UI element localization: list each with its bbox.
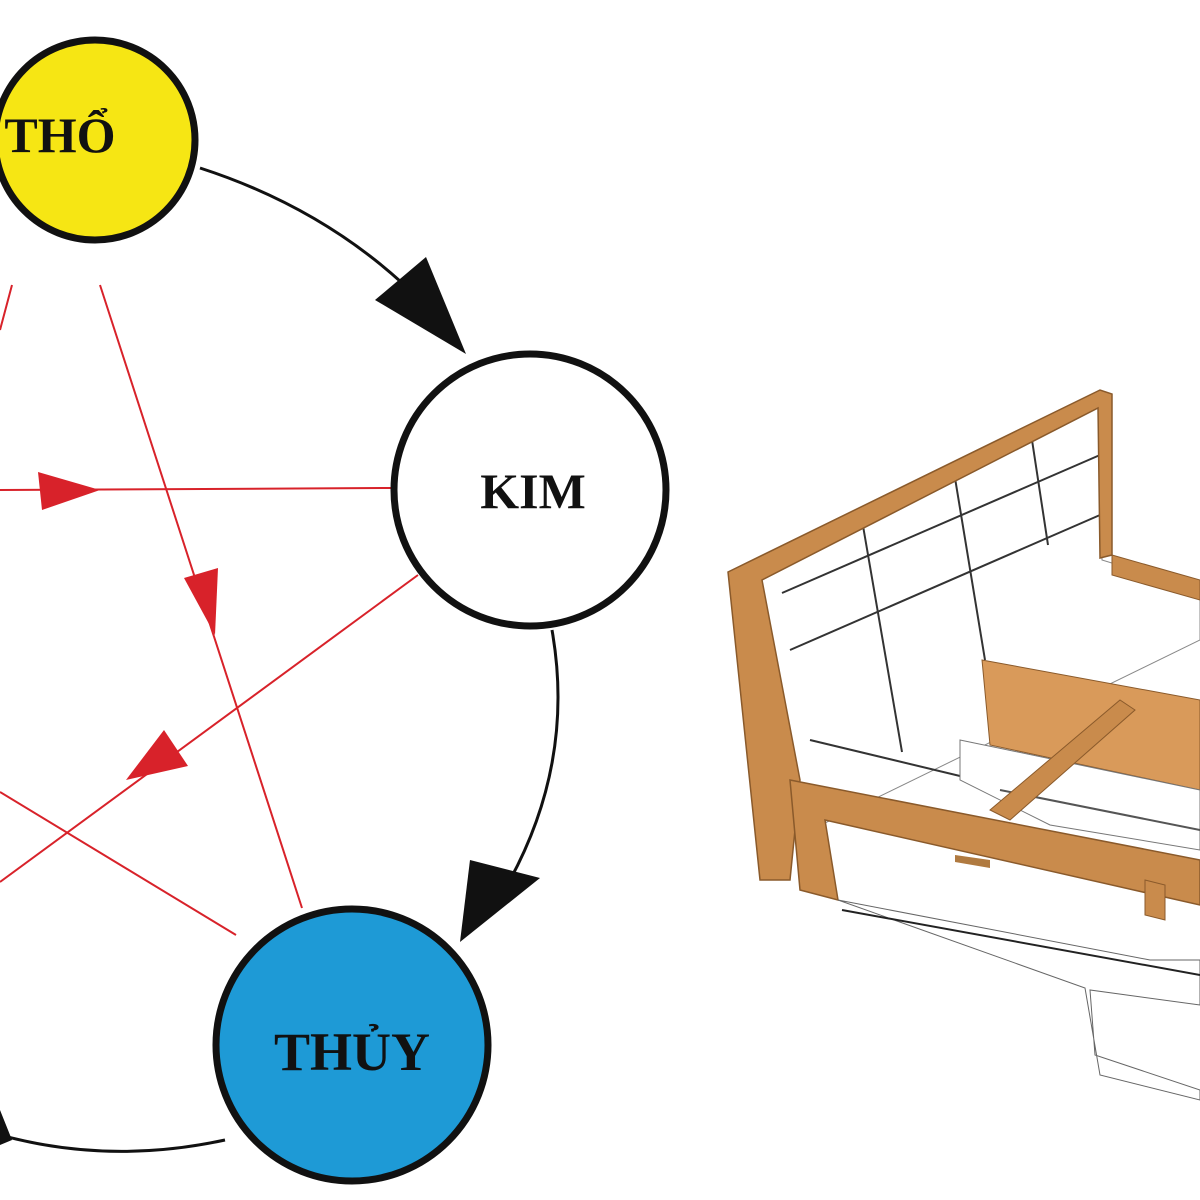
black-arrowhead-icon <box>0 1110 12 1145</box>
arc-thuy-to-left <box>0 1133 226 1153</box>
node-tho-label: THỔ <box>4 106 115 163</box>
black-arrowhead-icon <box>460 860 540 942</box>
bed-side-rail-far <box>1111 554 1200 601</box>
node-kim-circle <box>390 350 670 630</box>
bed-drawer-handle <box>955 855 990 868</box>
bed-front-rail <box>789 779 1200 906</box>
bed-leg <box>1144 879 1166 921</box>
node-tho: THỔ <box>0 36 199 244</box>
red-arrowhead-icon <box>38 472 100 510</box>
arc-kim-to-thuy <box>508 629 560 881</box>
node-kim: KIM <box>390 350 670 630</box>
node-thuy: THỦY <box>212 905 492 1185</box>
headboard-grid <box>781 439 1101 801</box>
red-line-tho-down-left <box>0 284 13 331</box>
bed-illustration <box>727 389 1200 1101</box>
arc-tho-to-kim <box>199 166 422 302</box>
bed-center-beam <box>989 699 1136 821</box>
red-arrowhead-icon <box>126 730 188 780</box>
black-arrowhead-icon <box>375 257 466 354</box>
node-thuy-circle <box>212 905 492 1185</box>
bed-slats <box>959 739 1200 851</box>
red-arrowhead-icon <box>184 568 218 635</box>
bed-drawer <box>837 899 1200 1101</box>
generating-cycle-arcs <box>0 166 560 1153</box>
node-tho-circle <box>0 36 199 244</box>
red-line-kim-to-left <box>0 574 419 883</box>
black-arrowheads <box>0 257 540 1145</box>
red-line-left-to-thuy <box>0 791 237 936</box>
node-thuy-label: THỦY <box>274 1022 430 1082</box>
red-arrowheads <box>38 472 218 780</box>
controlling-cycle-lines <box>0 284 419 936</box>
node-kim-label: KIM <box>480 463 586 519</box>
bed-headboard-frame <box>727 389 1113 881</box>
